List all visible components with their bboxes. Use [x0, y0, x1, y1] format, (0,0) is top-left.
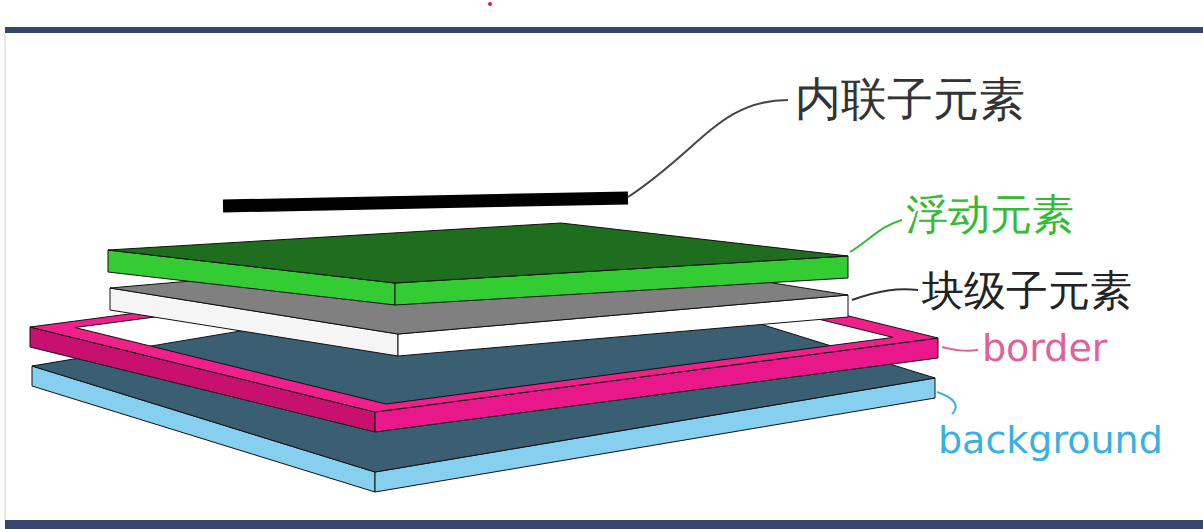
layer-label: 块级子元素: [922, 268, 1132, 314]
layer-label: border: [982, 328, 1107, 370]
layer-label: 浮动元素: [906, 192, 1074, 238]
layer-label: background: [938, 420, 1163, 462]
layer-label: 内联子元素: [795, 74, 1025, 125]
